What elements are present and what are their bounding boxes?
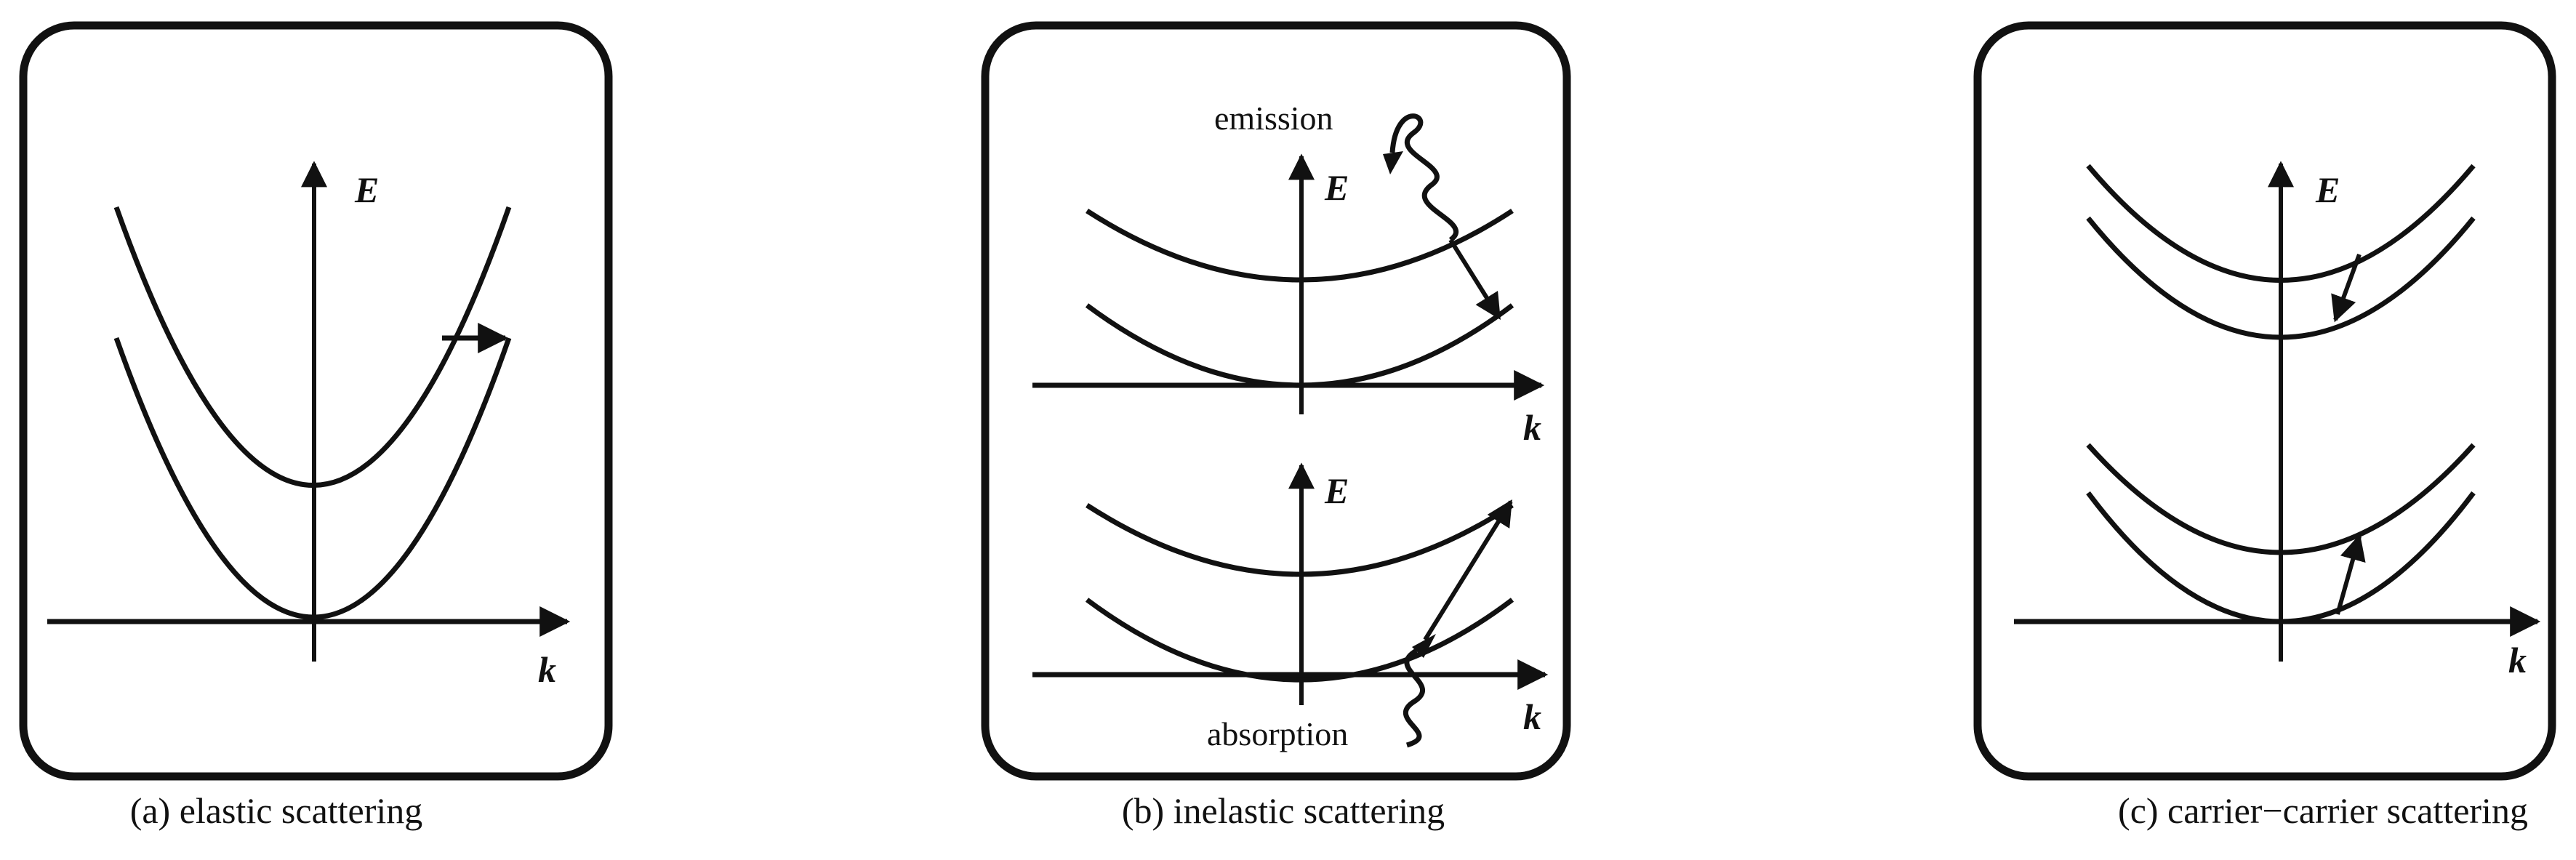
panel-b-top-lower-band (1085, 303, 1514, 388)
panel-a-lower-band (113, 337, 512, 620)
panel-b-emission-photon-head (1383, 151, 1403, 174)
panel-c-upper-transition-arrow (2331, 253, 2362, 323)
caption-panel-c: (c) carrier−carrier scattering (2118, 790, 2528, 831)
panel-c-frame (1973, 21, 2556, 781)
caption-panel-b: (b) inelastic scattering (1121, 790, 1445, 831)
panel-c-upper-band-2 (2086, 216, 2476, 340)
panel-b-bottom-e-label: E (1324, 470, 1349, 511)
panel-b-bottom-k-label: k (1523, 696, 1541, 737)
panel-b-absorption-label: absorption (1207, 715, 1348, 752)
panel-b-bottom-lower-band (1085, 598, 1514, 683)
panel-b-absorption-photon-head (1412, 634, 1436, 658)
panel-a-upper-band (113, 206, 512, 488)
panel-c-e-label: E (2315, 169, 2340, 210)
panel-b-bottom-upper-band (1086, 503, 1514, 577)
panel-b-absorption-photon (1403, 648, 1426, 748)
panel-c-upper-band-1 (2086, 164, 2476, 283)
panel-c: E k (1973, 21, 2556, 781)
panel-a-k-label: k (538, 649, 556, 690)
panel-b-top-k-label: k (1523, 407, 1541, 448)
panel-b-frame (981, 21, 1571, 781)
panel-c-lower-band-1 (2086, 443, 2476, 555)
panel-a-e-label: E (354, 169, 379, 210)
panel-b: E k emission E k absorption (981, 21, 1571, 781)
panel-b-emission-arrow (1448, 238, 1501, 321)
panel-a: E k (19, 21, 613, 781)
panel-c-lower-transition-arrow (2335, 534, 2366, 615)
panel-b-top-e-label: E (1324, 167, 1349, 208)
panel-c-lower-band-2 (2086, 491, 2476, 624)
panel-c-k-label: k (2508, 640, 2527, 680)
panel-a-frame (19, 21, 613, 781)
caption-panel-a: (a) elastic scattering (129, 790, 423, 831)
panel-b-absorption-arrow (1423, 499, 1513, 641)
panel-b-emission-label: emission (1214, 100, 1333, 137)
panel-b-emission-photon (1389, 113, 1458, 242)
